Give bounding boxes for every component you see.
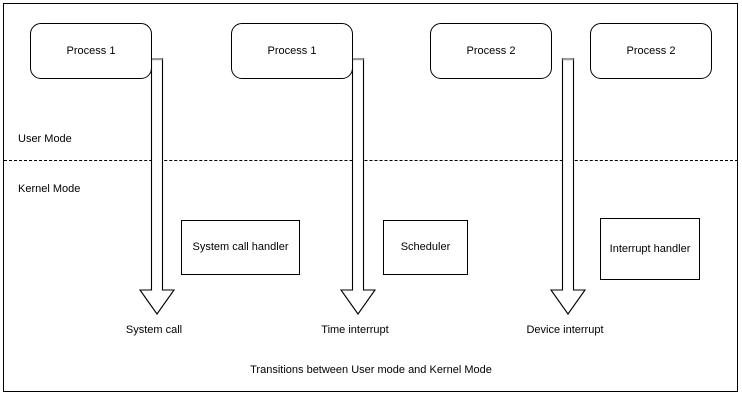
system-call-handler-box[interactable]: System call handler: [181, 220, 300, 275]
diagram-frame: [3, 3, 738, 392]
interrupt-handler-box[interactable]: Interrupt handler: [600, 218, 700, 280]
system-call-arrow-label: System call: [125, 324, 183, 336]
process-box-2[interactable]: Process 1: [231, 23, 353, 79]
time-interrupt-arrow: [336, 58, 378, 316]
device-interrupt-arrow: [546, 58, 588, 316]
user-mode-label: User Mode: [18, 133, 72, 145]
diagram-caption: Transitions between User mode and Kernel…: [250, 364, 492, 376]
process-box-1[interactable]: Process 1: [30, 23, 152, 79]
time-interrupt-arrow-label: Time interrupt: [321, 324, 389, 336]
kernel-mode-label: Kernel Mode: [18, 183, 81, 195]
scheduler-box[interactable]: Scheduler: [383, 220, 468, 275]
process-box-4[interactable]: Process 2: [590, 23, 712, 79]
process-box-3[interactable]: Process 2: [430, 23, 552, 79]
mode-divider-line: [4, 160, 738, 161]
system-call-arrow: [135, 58, 177, 316]
device-interrupt-arrow-label: Device interrupt: [526, 324, 604, 336]
